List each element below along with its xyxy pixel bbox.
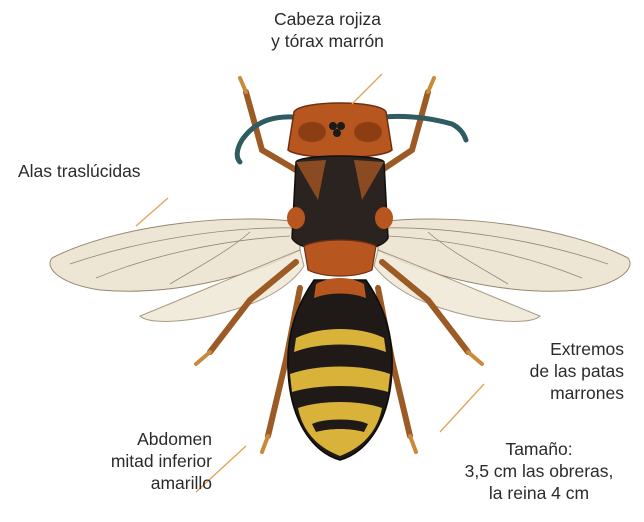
label-head-thorax-line2: y tórax marrón: [240, 30, 415, 52]
head: [288, 103, 392, 158]
leader-wings: [136, 198, 168, 226]
label-abdomen: Abdomen mitad inferior amarillo: [62, 428, 212, 494]
label-wings-line1: Alas traslúcidas: [18, 160, 183, 182]
label-head-thorax: Cabeza rojiza y tórax marrón: [240, 8, 415, 52]
abdomen: [288, 278, 392, 460]
label-size: Tamaño: 3,5 cm las obreras, la reina 4 c…: [444, 438, 634, 504]
label-legs: Extremos de las patas marrones: [500, 338, 624, 404]
leader-head: [352, 74, 382, 104]
leader-legs: [440, 384, 484, 432]
label-head-thorax-line1: Cabeza rojiza: [240, 8, 415, 30]
label-size-line2: 3,5 cm las obreras,: [444, 460, 634, 482]
label-abdomen-line3: amarillo: [62, 472, 212, 494]
label-size-line3: la reina 4 cm: [444, 482, 634, 504]
label-legs-line2: de las patas: [500, 360, 624, 382]
label-legs-line3: marrones: [500, 382, 624, 404]
label-abdomen-line2: mitad inferior: [62, 450, 212, 472]
label-size-line1: Tamaño:: [444, 438, 634, 460]
label-legs-line1: Extremos: [500, 338, 624, 360]
label-abdomen-line1: Abdomen: [62, 428, 212, 450]
label-wings: Alas traslúcidas: [18, 160, 183, 182]
